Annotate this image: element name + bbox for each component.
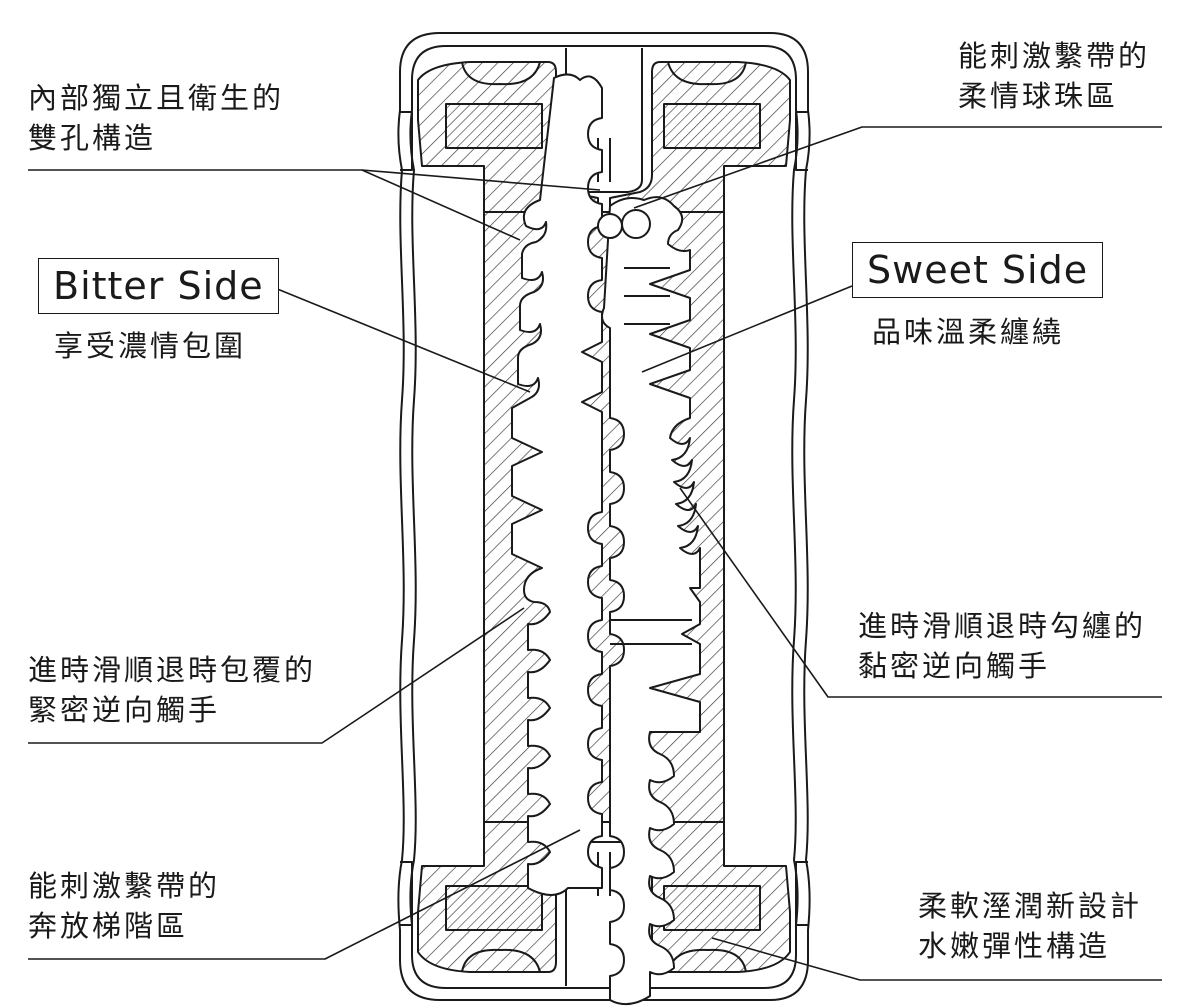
inner-casing [409,45,799,989]
leader-bottom-left [28,829,581,960]
label-wrapping-tentacles: 進時滑順退時包覆的 緊密逆向觸手 [28,653,317,727]
label-step-zone: 能刺激繫帶的 奔放梯階區 [28,869,221,943]
leader-top-left-b [361,169,601,191]
leader-bottom-right [711,937,1162,981]
sweet-channel [601,196,701,1006]
leader-lines [28,126,1162,981]
leader-mid-left [28,607,525,744]
sweet-side-box: Sweet Side [852,242,1104,298]
leader-sweet [641,285,853,373]
leader-bitter [269,285,531,393]
leader-mid-right [679,487,1162,698]
bead-right [621,209,651,239]
label-hooking-tentacles: 進時滑順退時勾纏的 黏密逆向觸手 [858,609,1147,683]
label-ball-bead-zone: 能刺激繫帶的 柔情球珠區 [958,39,1151,113]
sweet-side-subtitle: 品味溫柔纏繞 [872,315,1065,349]
leader-top-left [28,169,521,241]
bead-left [597,213,623,239]
outer-casing [397,32,811,1001]
label-elastic-structure: 柔軟溼潤新設計 水嫩彈性構造 [918,889,1143,963]
bitter-side-box: Bitter Side [38,258,279,314]
bitter-channel [511,73,603,896]
bitter-side-subtitle: 享受濃情包圍 [54,329,247,363]
label-dual-hole-structure: 內部獨立且衛生的 雙孔構造 [28,81,285,155]
leader-top-right [633,126,1162,209]
